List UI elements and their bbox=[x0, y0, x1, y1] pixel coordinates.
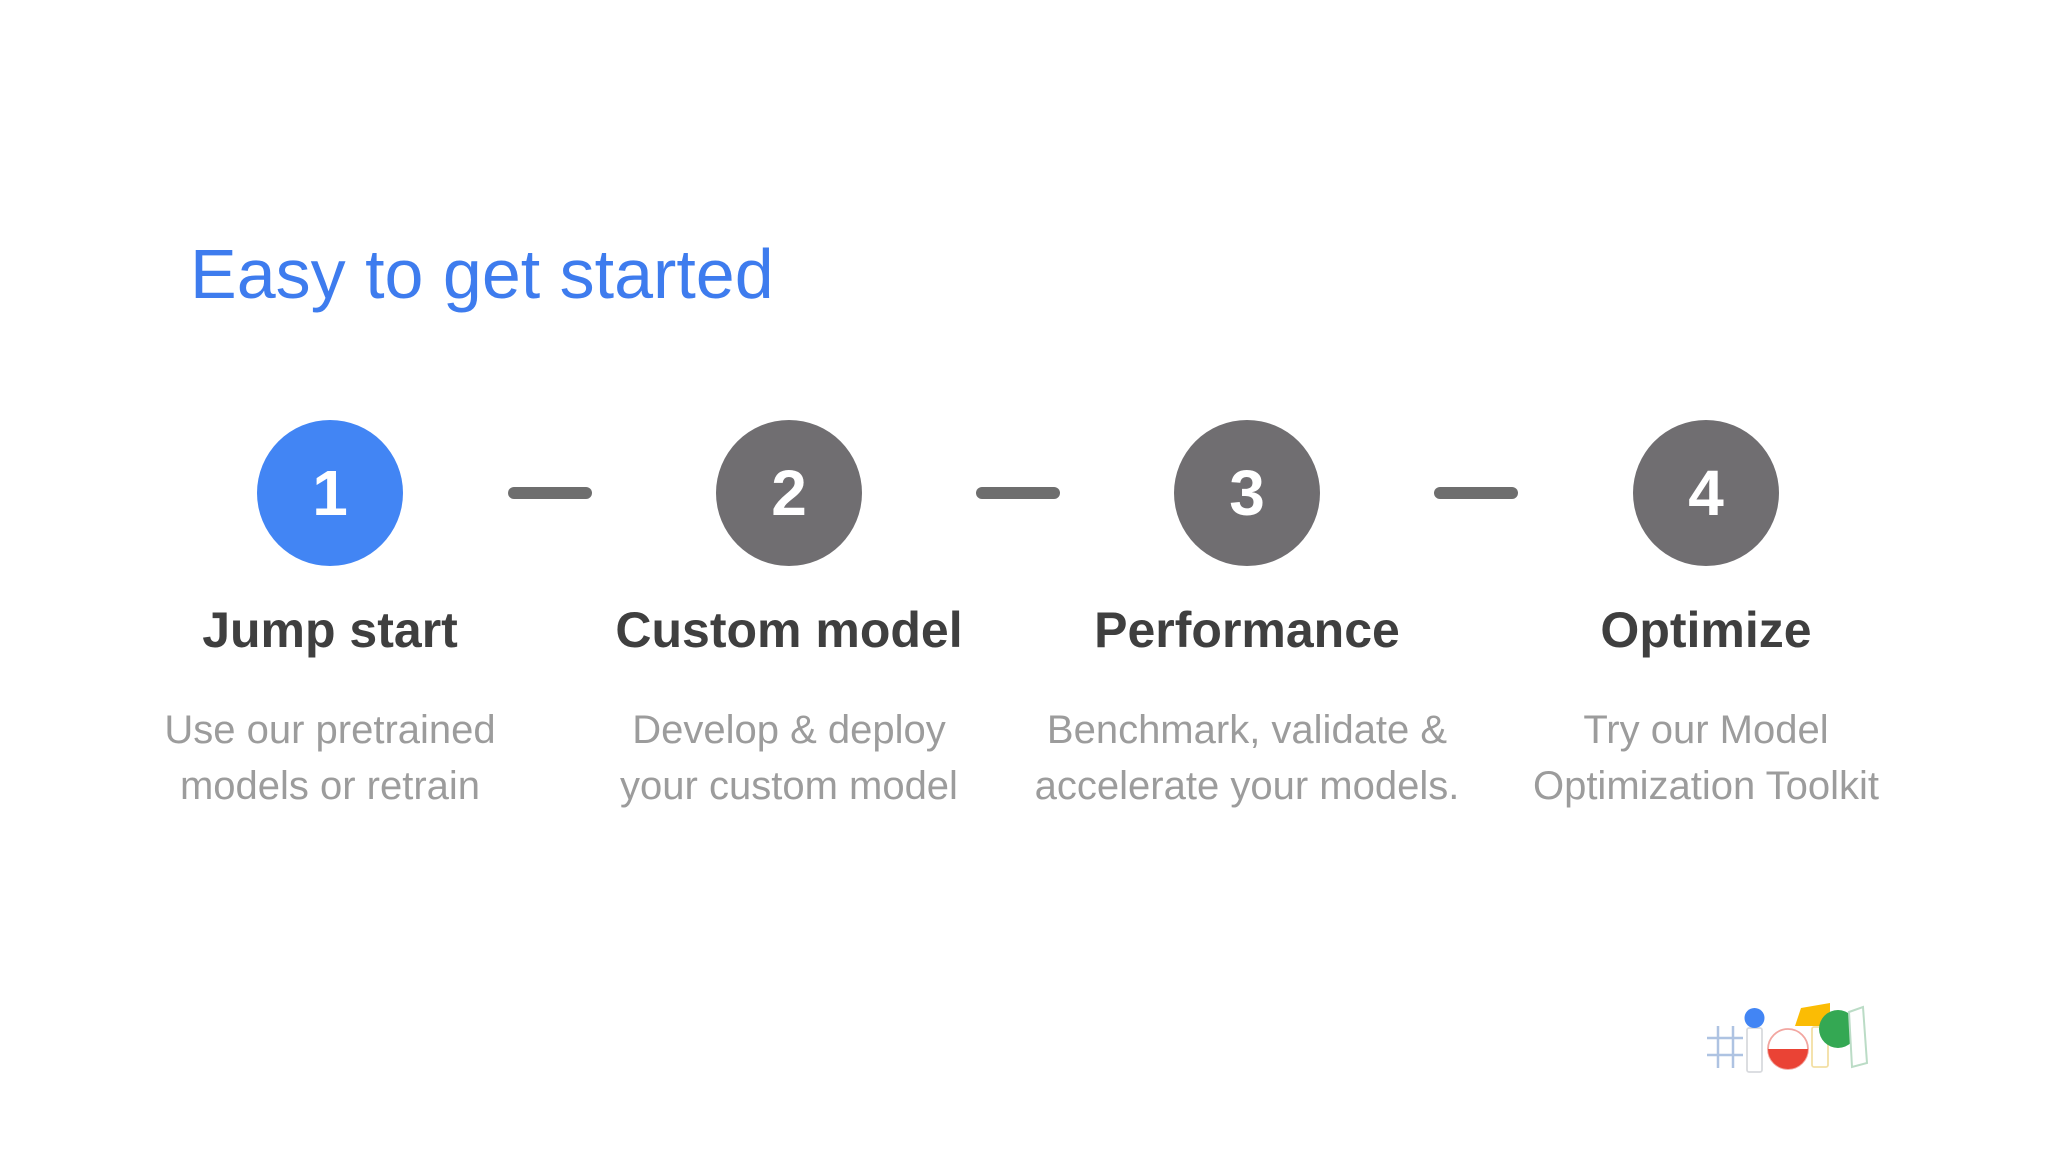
step-2-circle: 2 bbox=[716, 420, 862, 566]
step-custom-model: 2 Custom model Develop & deploy your cus… bbox=[559, 420, 1019, 814]
step-2-description-line1: Develop & deploy bbox=[632, 708, 946, 752]
connector-dash-3 bbox=[1434, 487, 1518, 499]
step-3-circle: 3 bbox=[1174, 420, 1320, 566]
step-2-number: 2 bbox=[771, 457, 807, 529]
step-4-description-line1: Try our Model bbox=[1583, 708, 1829, 752]
step-1-number: 1 bbox=[312, 457, 348, 529]
step-jump-start: 1 Jump start Use our pretrained models o… bbox=[100, 420, 560, 814]
step-optimize: 4 Optimize Try our Model Optimization To… bbox=[1476, 420, 1936, 814]
step-1-description-line2: models or retrain bbox=[179, 764, 481, 808]
step-1-description-line1: Use our pretrained bbox=[164, 708, 496, 752]
slide-title: Easy to get started bbox=[190, 235, 774, 313]
step-2-description-line2: your custom model bbox=[620, 764, 958, 808]
step-4-circle: 4 bbox=[1633, 420, 1779, 566]
io-logo-letter-o-icon bbox=[1767, 1028, 1809, 1070]
step-3-description-line2: accelerate your models. bbox=[1034, 764, 1460, 808]
step-1-description: Use our pretrained models or retrain bbox=[100, 702, 560, 814]
step-4-description: Try our Model Optimization Toolkit bbox=[1476, 702, 1936, 814]
step-2-title: Custom model bbox=[615, 602, 963, 658]
step-3-number: 3 bbox=[1229, 457, 1265, 529]
io-logo-hash-icon bbox=[1707, 1026, 1743, 1068]
step-1-title: Jump start bbox=[202, 602, 458, 658]
step-3-description: Benchmark, validate & accelerate your mo… bbox=[1017, 702, 1477, 814]
google-io-2019-logo bbox=[1707, 1003, 1869, 1073]
step-1-circle: 1 bbox=[257, 420, 403, 566]
step-3-title: Performance bbox=[1094, 602, 1400, 658]
step-4-title: Optimize bbox=[1600, 602, 1812, 658]
step-3-description-line1: Benchmark, validate & bbox=[1046, 708, 1448, 752]
step-4-description-line2: Optimization Toolkit bbox=[1532, 764, 1880, 808]
step-4-number: 4 bbox=[1688, 457, 1724, 529]
step-2-description: Develop & deploy your custom model bbox=[559, 702, 1019, 814]
step-performance: 3 Performance Benchmark, validate & acce… bbox=[1017, 420, 1477, 814]
connector-dash-2 bbox=[976, 487, 1060, 499]
connector-dash-1 bbox=[508, 487, 592, 499]
io-logo-letter-i-icon bbox=[1744, 1008, 1765, 1073]
io-logo-digit-9-icon bbox=[1819, 1005, 1869, 1069]
